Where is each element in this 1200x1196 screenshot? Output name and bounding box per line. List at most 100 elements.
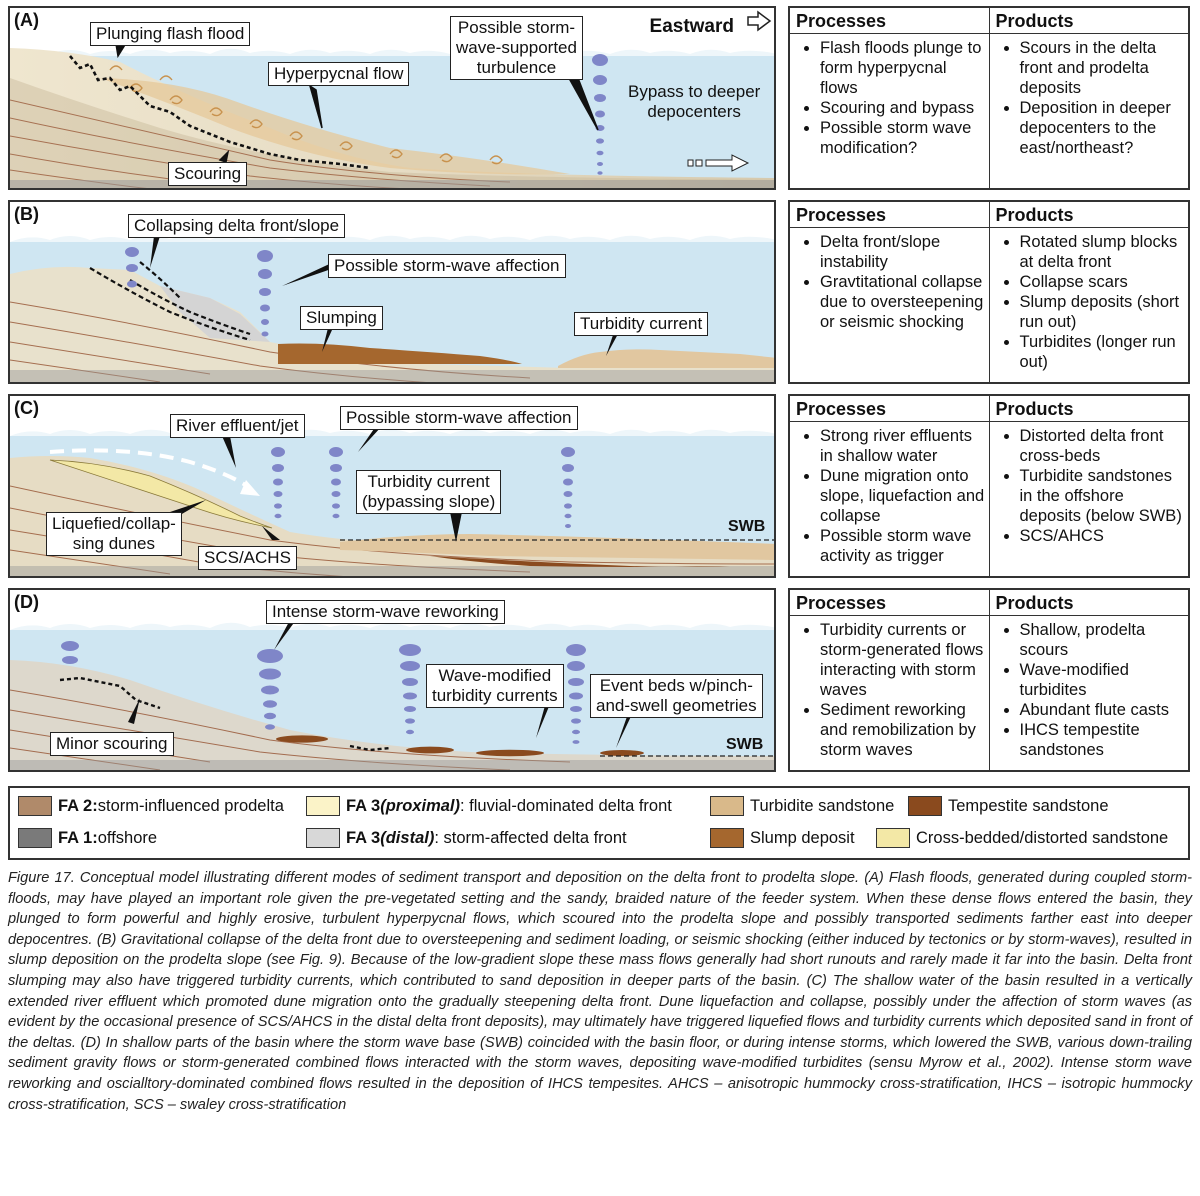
legend-item-fa1: FA 1: offshore bbox=[18, 828, 157, 848]
label-storm-wave-affection: Possible storm-wave affection bbox=[340, 406, 578, 430]
legend-swatch bbox=[710, 796, 744, 816]
figure-caption: Figure 17. Conceptual model illustrating… bbox=[8, 870, 1192, 1113]
label-event-beds: Event beds w/pinch- and-swell geometries bbox=[590, 674, 763, 718]
legend-swatch bbox=[908, 796, 942, 816]
legend-text: : storm-affected delta front bbox=[434, 828, 627, 847]
label-slumping: Slumping bbox=[300, 306, 383, 330]
process-item: Gravtitational collapse due to oversteep… bbox=[820, 272, 985, 332]
legend-italic: (distal) bbox=[380, 828, 435, 847]
products-header: Products bbox=[989, 202, 1188, 228]
products-header: Products bbox=[989, 8, 1188, 34]
processes-column: Processes Strong river effluents in shal… bbox=[790, 396, 989, 576]
legend-item-cross-bedded: Cross-bedded/distorted sandstone bbox=[876, 828, 1168, 848]
legend-text: Slump deposit bbox=[750, 828, 855, 847]
panel-d-letter: (D) bbox=[14, 592, 39, 612]
label-intense-storm-wave: Intense storm-wave reworking bbox=[266, 600, 505, 624]
table-a: Processes Flash floods plunge to form hy… bbox=[788, 6, 1190, 190]
process-item: Flash floods plunge to form hyperpycnal … bbox=[820, 38, 985, 98]
table-b: Processes Delta front/slope instability … bbox=[788, 200, 1190, 384]
panel-b: (B) Collapsing delta front/slope Possibl… bbox=[8, 200, 776, 384]
product-item: Abundant flute casts bbox=[1020, 700, 1185, 720]
product-item: Turbidites (longer run out) bbox=[1020, 332, 1185, 372]
process-item: Delta front/slope instability bbox=[820, 232, 985, 272]
label-river-effluent: River effluent/jet bbox=[170, 414, 305, 438]
label-bypass: Bypass to deeper depocenters bbox=[628, 82, 761, 121]
process-item: Possible storm wave modification? bbox=[820, 118, 985, 158]
product-item: Rotated slump blocks at delta front bbox=[1020, 232, 1185, 272]
products-column: Products Scours in the delta front and p… bbox=[988, 8, 1188, 188]
processes-header: Processes bbox=[790, 590, 989, 616]
label-liquefied-dunes: Liquefied/collap- sing dunes bbox=[46, 512, 182, 556]
label-scs-achs: SCS/ACHS bbox=[198, 546, 297, 570]
label-swb: SWB bbox=[726, 736, 764, 753]
product-item: Turbidite sandstones in the offshore dep… bbox=[1020, 466, 1185, 526]
process-item: Strong river effluents in shallow water bbox=[820, 426, 985, 466]
label-storm-turbulence: Possible storm- wave-supported turbulenc… bbox=[450, 16, 583, 80]
product-item: Deposition in deeper depocenters to the … bbox=[1020, 98, 1185, 158]
legend-item-fa3-proximal: FA 3 (proximal): fluvial-dominated delta… bbox=[306, 796, 672, 816]
legend-item-fa3-distal: FA 3 (distal): storm-affected delta fron… bbox=[306, 828, 627, 848]
label-wave-modified-turbidity: Wave-modified turbidity currents bbox=[426, 664, 564, 708]
panel-b-illustration bbox=[10, 202, 774, 382]
processes-header: Processes bbox=[790, 8, 989, 34]
legend-item-turbidite: Turbidite sandstone bbox=[710, 796, 894, 816]
processes-column: Processes Turbidity currents or storm-ge… bbox=[790, 590, 989, 770]
legend-swatch bbox=[876, 828, 910, 848]
legend-swatch bbox=[18, 796, 52, 816]
label-minor-scouring: Minor scouring bbox=[50, 732, 174, 756]
legend-text: Cross-bedded/distorted sandstone bbox=[916, 828, 1169, 847]
product-item: Shallow, prodelta scours bbox=[1020, 620, 1185, 660]
panel-a-letter: (A) bbox=[14, 10, 39, 30]
product-item: Slump deposits (short run out) bbox=[1020, 292, 1185, 332]
process-item: Possible storm wave activity as trigger bbox=[820, 526, 985, 566]
label-storm-wave-affection: Possible storm-wave affection bbox=[328, 254, 566, 278]
table-c: Processes Strong river effluents in shal… bbox=[788, 394, 1190, 578]
legend: FA 2: storm-influenced prodelta FA 1: of… bbox=[8, 786, 1190, 860]
products-header: Products bbox=[989, 396, 1188, 422]
legend-bold: FA 1: bbox=[58, 828, 98, 847]
legend-swatch bbox=[306, 828, 340, 848]
label-collapsing-delta-front: Collapsing delta front/slope bbox=[128, 214, 346, 238]
product-item: Scours in the delta front and prodelta d… bbox=[1020, 38, 1185, 98]
products-column: Products Distorted delta front cross-bed… bbox=[988, 396, 1188, 576]
products-header: Products bbox=[989, 590, 1188, 616]
legend-item-slump: Slump deposit bbox=[710, 828, 855, 848]
panel-d: (D) Intense storm-wave reworking Wave-mo… bbox=[8, 588, 776, 772]
product-item: IHCS tempestite sandstones bbox=[1020, 720, 1185, 760]
legend-text: Turbidite sandstone bbox=[750, 796, 895, 815]
legend-bold: FA 3 bbox=[346, 828, 381, 847]
products-column: Products Shallow, prodelta scours Wave-m… bbox=[988, 590, 1188, 770]
processes-header: Processes bbox=[790, 396, 989, 422]
process-item: Scouring and bypass bbox=[820, 98, 985, 118]
processes-column: Processes Delta front/slope instability … bbox=[790, 202, 989, 382]
label-hyperpycnal-flow: Hyperpycnal flow bbox=[268, 62, 410, 86]
eastward-label: Eastward bbox=[649, 16, 734, 37]
legend-swatch bbox=[306, 796, 340, 816]
legend-text: Tempestite sandstone bbox=[948, 796, 1109, 815]
product-item: Wave-modified turbidites bbox=[1020, 660, 1185, 700]
legend-item-fa2: FA 2: storm-influenced prodelta bbox=[18, 796, 284, 816]
legend-swatch bbox=[18, 828, 52, 848]
products-column: Products Rotated slump blocks at delta f… bbox=[988, 202, 1188, 382]
product-item: Distorted delta front cross-beds bbox=[1020, 426, 1185, 466]
legend-text: : fluvial-dominated delta front bbox=[460, 796, 672, 815]
legend-bold: FA 2: bbox=[58, 796, 98, 815]
label-swb: SWB bbox=[728, 518, 766, 535]
label-turbidity-bypassing: Turbidity current (bypassing slope) bbox=[356, 470, 502, 514]
panel-c: (C) River effluent/jet Possible storm-wa… bbox=[8, 394, 776, 578]
legend-text: storm-influenced prodelta bbox=[97, 796, 284, 815]
legend-italic: (proximal) bbox=[380, 796, 460, 815]
legend-bold: FA 3 bbox=[346, 796, 381, 815]
product-item: Collapse scars bbox=[1020, 272, 1185, 292]
processes-column: Processes Flash floods plunge to form hy… bbox=[790, 8, 989, 188]
panel-c-letter: (C) bbox=[14, 398, 39, 418]
panel-a-illustration bbox=[10, 8, 774, 188]
process-item: Sediment reworking and remobilization by… bbox=[820, 700, 985, 760]
process-item: Turbidity currents or storm-generated fl… bbox=[820, 620, 985, 700]
process-item: Dune migration onto slope, liquefaction … bbox=[820, 466, 985, 526]
legend-text: offshore bbox=[97, 828, 158, 847]
label-turbidity-current: Turbidity current bbox=[574, 312, 709, 336]
panel-b-letter: (B) bbox=[14, 204, 39, 224]
legend-item-tempestite: Tempestite sandstone bbox=[908, 796, 1109, 816]
processes-header: Processes bbox=[790, 202, 989, 228]
